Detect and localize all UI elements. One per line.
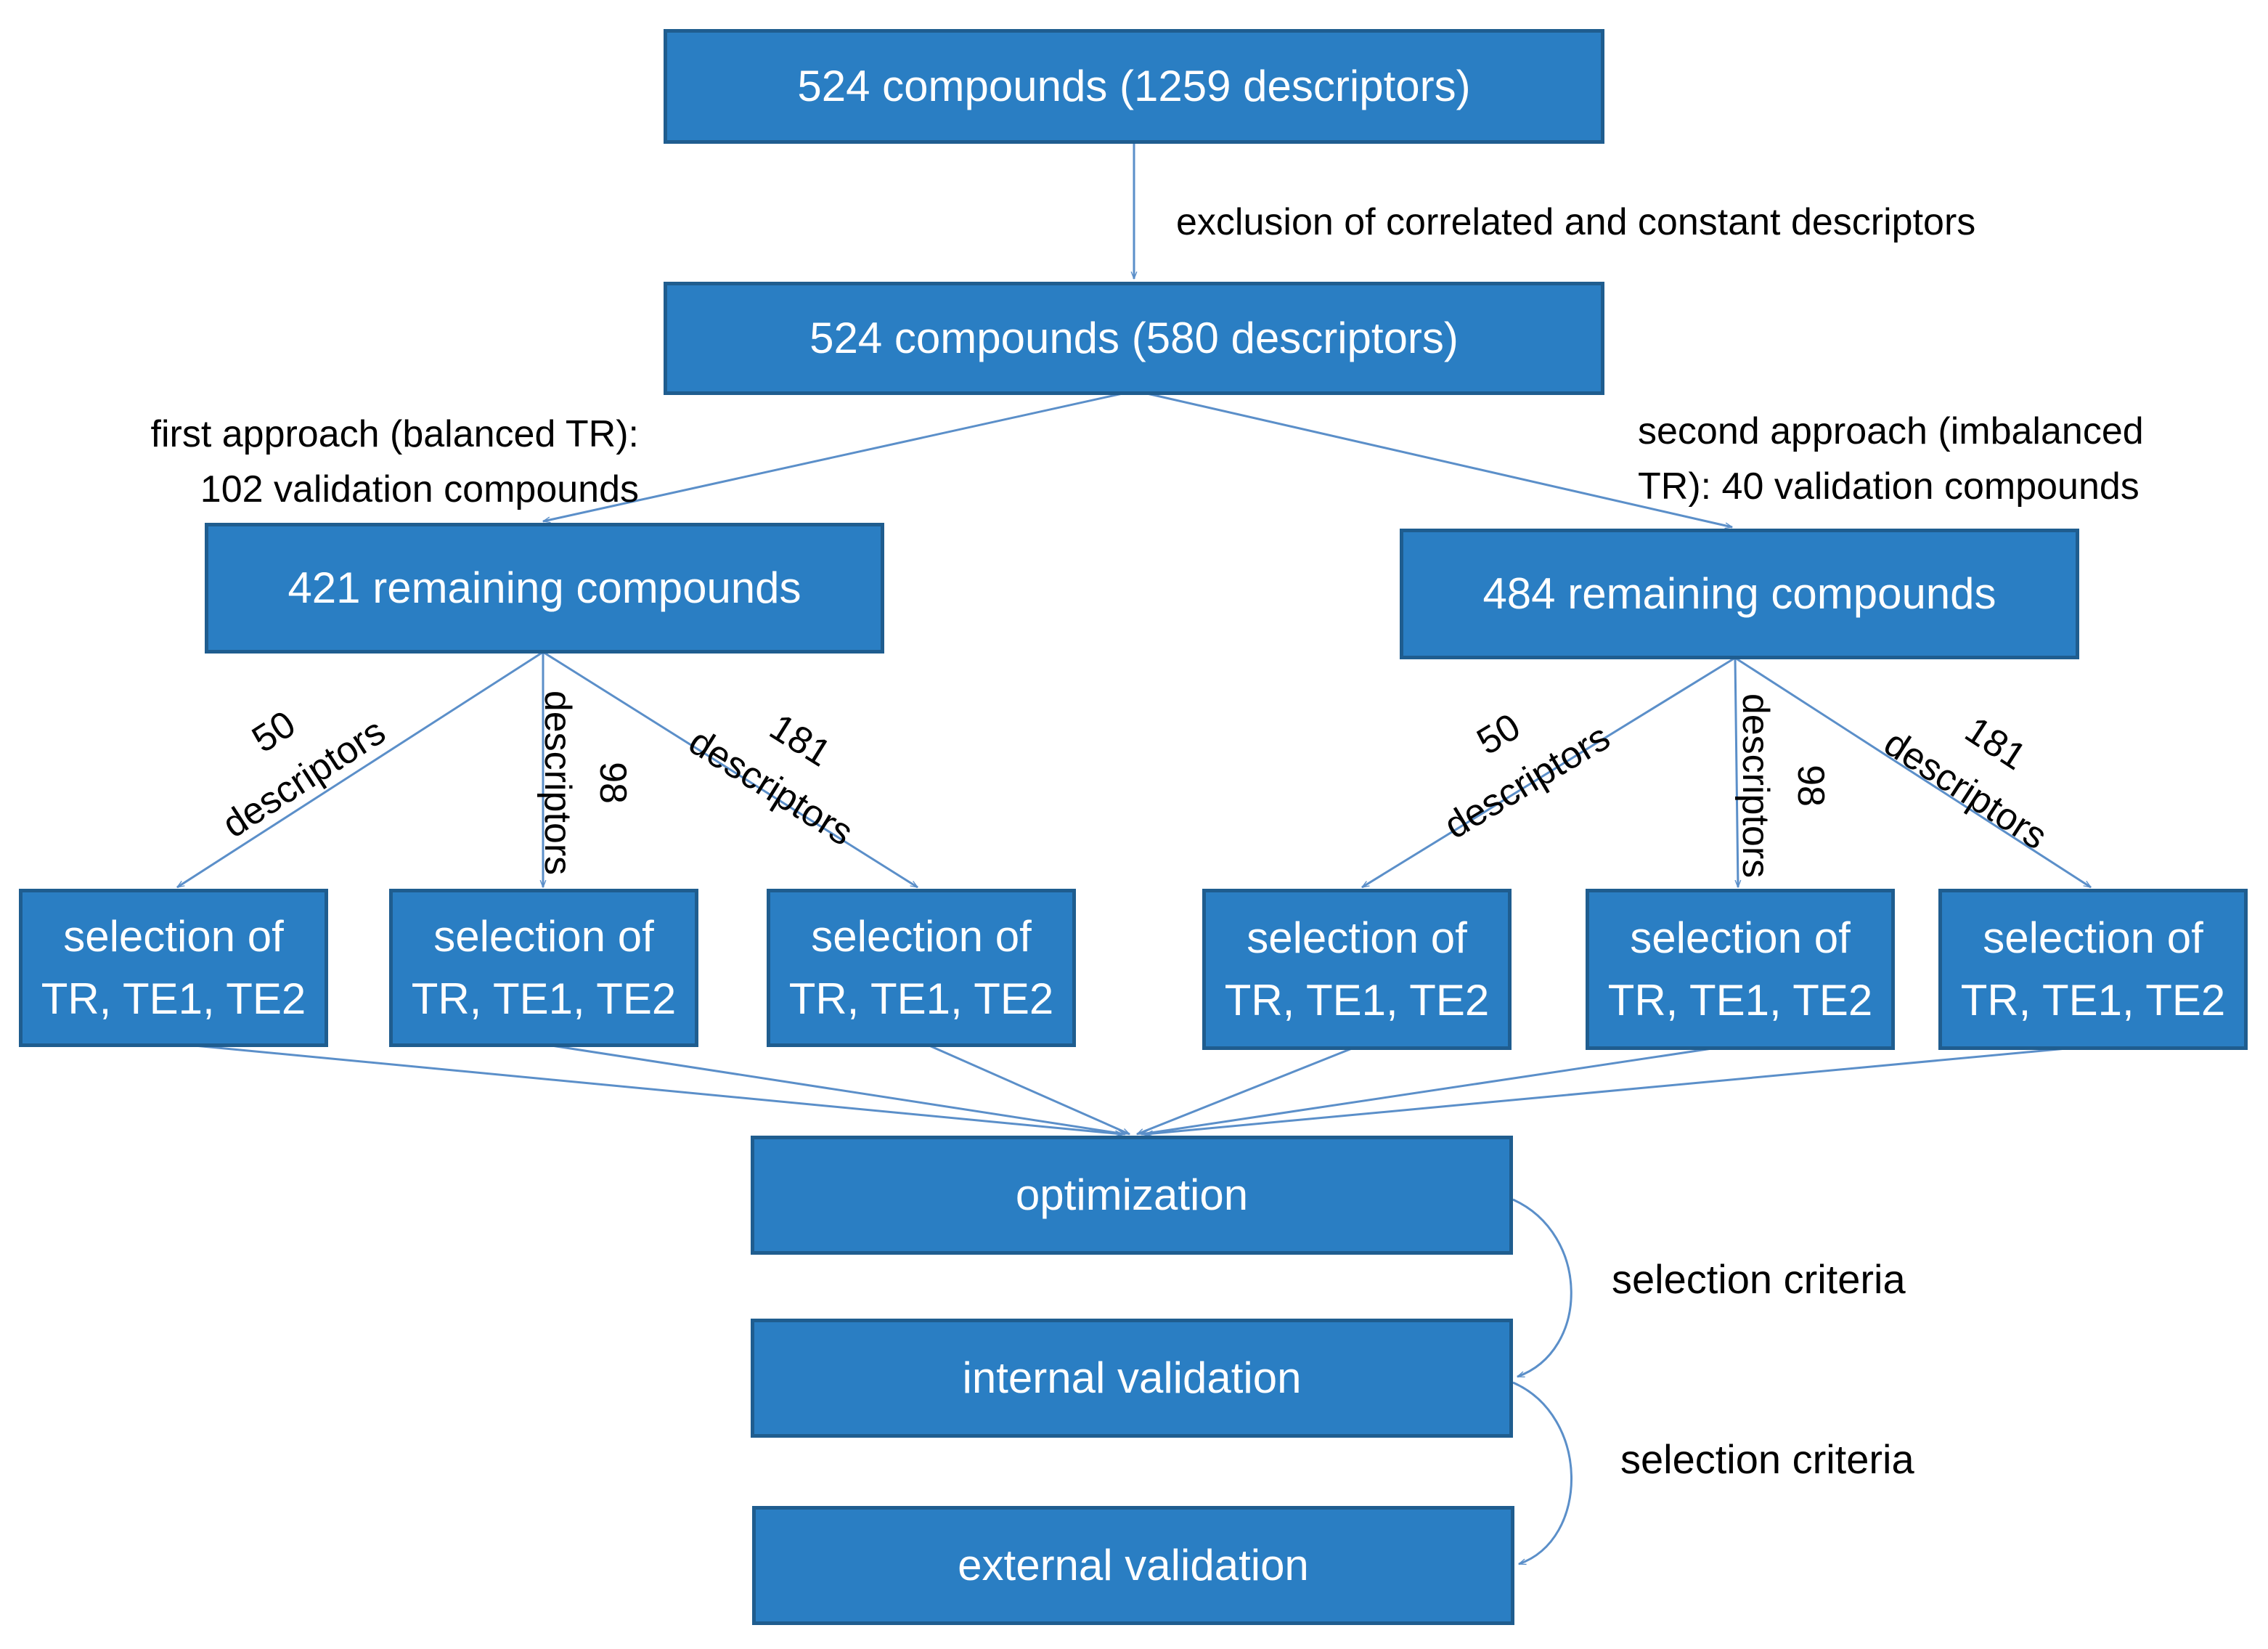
- arrow-first-to-sel3: [542, 651, 918, 889]
- arrow-opt-to-internal: [1512, 1198, 1572, 1378]
- node-selection-5: selection of TR, TE1, TE2: [1586, 889, 1895, 1050]
- node-selection-2: selection of TR, TE1, TE2: [389, 889, 698, 1047]
- label-desc-98-first: 98 descriptors: [537, 690, 634, 876]
- arrow-sel6-to-opt: [1146, 1047, 2067, 1134]
- label-second-approach: second approach (imbalanced TR): 40 vali…: [1638, 410, 2144, 508]
- arrow-filtered-to-first: [543, 392, 1123, 521]
- arrow-second-to-sel5: [1734, 657, 1738, 887]
- node-filtered: 524 compounds (580 descriptors): [664, 282, 1604, 395]
- arrow-second-to-sel6: [1734, 656, 2091, 889]
- arrow-sel5-to-opt: [1141, 1047, 1713, 1134]
- label-desc-98-second: 98 descriptors: [1734, 693, 1832, 879]
- label-first-approach: first approach (balanced TR): 102 valida…: [150, 413, 639, 510]
- node-remaining-first: 421 remaining compounds: [205, 523, 884, 654]
- arrow-filtered-to-second: [1146, 392, 1732, 527]
- arrow-sel1-to-opt: [194, 1044, 1122, 1134]
- arrow-first-to-sel1: [177, 651, 544, 889]
- arrow-internal-to-external: [1512, 1381, 1572, 1565]
- label-selection-criteria-1: selection criteria: [1612, 1256, 1906, 1302]
- node-external-validation: external validation: [752, 1506, 1514, 1625]
- node-remaining-second: 484 remaining compounds: [1400, 529, 2079, 659]
- arrow-second-to-sel4: [1362, 656, 1736, 889]
- node-selection-3: selection of TR, TE1, TE2: [767, 889, 1076, 1047]
- node-selection-4: selection of TR, TE1, TE2: [1202, 889, 1512, 1050]
- arrow-sel2-to-opt: [551, 1044, 1125, 1134]
- node-optimization: optimization: [751, 1136, 1513, 1255]
- arrow-sel4-to-opt: [1137, 1047, 1353, 1136]
- node-selection-6: selection of TR, TE1, TE2: [1938, 889, 2248, 1050]
- label-selection-criteria-2: selection criteria: [1620, 1436, 1914, 1482]
- node-internal-validation: internal validation: [751, 1319, 1513, 1438]
- label-exclusion: exclusion of correlated and constant des…: [1176, 201, 1976, 243]
- node-start: 524 compounds (1259 descriptors): [664, 29, 1604, 144]
- arrow-sel3-to-opt: [929, 1044, 1130, 1136]
- node-selection-1: selection of TR, TE1, TE2: [19, 889, 328, 1047]
